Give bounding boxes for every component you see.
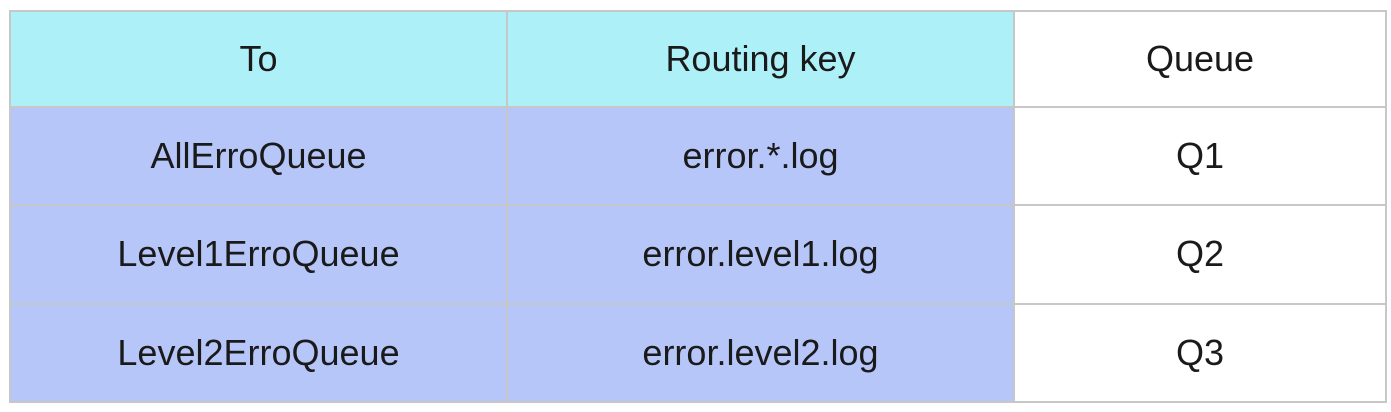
- routing-table: To Routing key Queue AllErroQueue error.…: [9, 10, 1387, 404]
- table-header-row: To Routing key Queue: [9, 10, 1387, 108]
- header-routing-key: Routing key: [506, 10, 1015, 108]
- routing-table-container: To Routing key Queue AllErroQueue error.…: [9, 10, 1387, 404]
- cell-queue: Q3: [1013, 302, 1387, 404]
- cell-to: Level1ErroQueue: [9, 204, 508, 305]
- cell-to: AllErroQueue: [9, 105, 508, 207]
- header-to: To: [9, 10, 508, 108]
- cell-routing-key: error.level1.log: [506, 204, 1015, 305]
- table-row: Level1ErroQueue error.level1.log Q2: [9, 204, 1387, 305]
- cell-queue: Q2: [1013, 204, 1387, 305]
- cell-to: Level2ErroQueue: [9, 302, 508, 404]
- cell-routing-key: error.*.log: [506, 105, 1015, 207]
- cell-queue: Q1: [1013, 105, 1387, 207]
- header-queue: Queue: [1013, 10, 1387, 108]
- table-row: AllErroQueue error.*.log Q1: [9, 105, 1387, 207]
- cell-routing-key: error.level2.log: [506, 302, 1015, 404]
- table-row: Level2ErroQueue error.level2.log Q3: [9, 302, 1387, 404]
